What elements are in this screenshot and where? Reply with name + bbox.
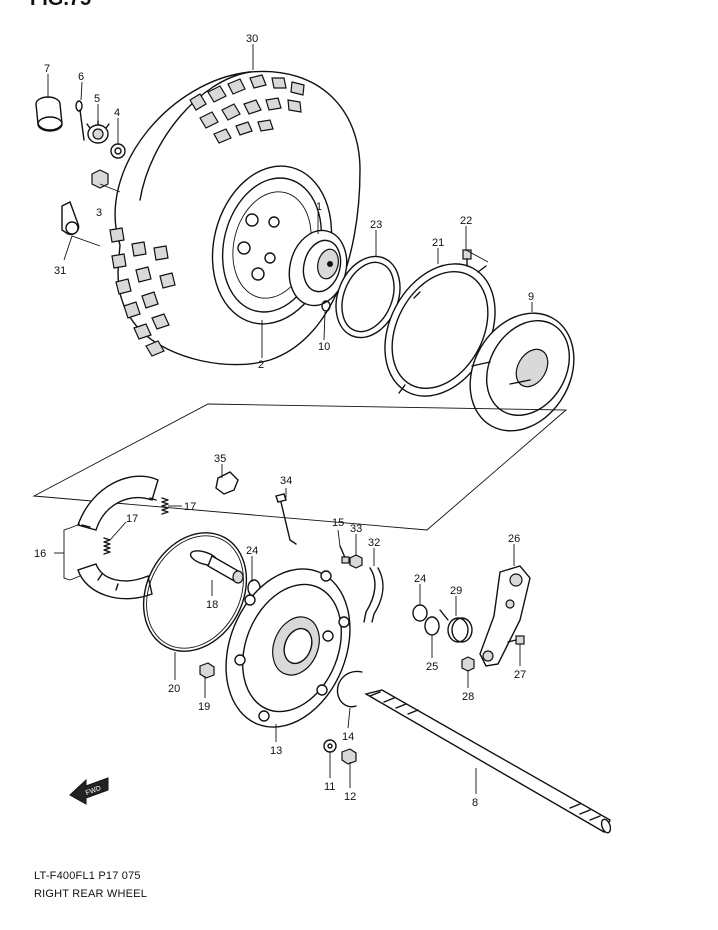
callout-23: 23 (370, 219, 382, 231)
axle-8 (364, 689, 612, 834)
castle-nut-5 (86, 120, 110, 144)
brake-drum-9 (469, 312, 575, 432)
callout-12: 12 (344, 791, 356, 803)
callout-34: 34 (280, 475, 292, 487)
washer-4 (110, 143, 126, 159)
bolt-15 (339, 545, 350, 564)
callout-13: 13 (270, 745, 282, 757)
figure-title: FIG.75 (30, 0, 91, 11)
callout-17-left: 17 (126, 513, 138, 525)
backing-plate-13 (225, 568, 351, 728)
spring-29 (439, 609, 473, 643)
pin-34 (275, 493, 297, 545)
callout-27: 27 (514, 669, 526, 681)
footer-caption: RIGHT REAR WHEEL (34, 888, 148, 900)
callout-29: 29 (450, 585, 462, 597)
callout-16: 16 (34, 548, 46, 560)
bolt-22 (462, 249, 472, 267)
callout-6: 6 (78, 71, 84, 83)
cam-shaft-18 (189, 550, 244, 584)
spring-17-b (103, 537, 111, 555)
clip-35 (215, 471, 239, 495)
washer-11 (323, 739, 337, 753)
callout-24-right: 24 (414, 573, 426, 585)
callout-26: 26 (508, 533, 520, 545)
callout-14: 14 (342, 731, 354, 743)
callout-2: 2 (258, 359, 264, 371)
cotter-pin-6 (75, 100, 85, 141)
nut-3 (91, 169, 109, 189)
callout-25: 25 (426, 661, 438, 673)
callout-9: 9 (528, 291, 534, 303)
callout-19: 19 (198, 701, 210, 713)
footer-code: LT-F400FL1 P17 075 (34, 870, 141, 882)
o-ring-25 (424, 616, 440, 636)
callout-20: 20 (168, 683, 180, 695)
callout-28: 28 (462, 691, 474, 703)
tread-left (109, 227, 176, 357)
leader-lines (47, 44, 533, 794)
callout-18: 18 (206, 599, 218, 611)
callout-5: 5 (94, 93, 100, 105)
nut-33 (349, 554, 363, 569)
callout-32: 32 (368, 537, 380, 549)
callout-22: 22 (460, 215, 472, 227)
callout-10: 10 (318, 341, 330, 353)
callout-11: 11 (324, 781, 335, 793)
cap-7 (35, 96, 63, 132)
callout-21: 21 (432, 237, 444, 249)
callout-17-right: 17 (184, 501, 196, 513)
tread-top (189, 74, 305, 144)
brake-shoe-upper (77, 475, 159, 531)
callout-35: 35 (214, 453, 226, 465)
o-ring-10 (321, 300, 331, 312)
callout-31: 31 (54, 265, 66, 277)
subassembly-outline (32, 403, 568, 531)
circlip-14 (336, 670, 363, 708)
nut-28 (461, 656, 475, 672)
callout-15: 15 (332, 517, 344, 529)
callout-4: 4 (114, 107, 120, 119)
callout-30: 30 (246, 33, 258, 45)
seal-ring-20 (142, 532, 248, 652)
callout-7: 7 (44, 63, 50, 75)
bolt-12 (341, 748, 357, 765)
brake-arm-26 (479, 565, 531, 667)
callout-1: 1 (316, 201, 322, 213)
fwd-arrow-icon: FWD (69, 777, 109, 805)
valve-31 (61, 201, 80, 236)
seal-23 (335, 255, 401, 339)
callout-numbers: 30 7 6 5 4 1 3 31 2 10 23 22 21 9 35 34 … (34, 33, 534, 809)
spring-17-a (161, 497, 169, 515)
bolt-19 (199, 662, 215, 679)
callout-3: 3 (96, 207, 102, 219)
washer-24-right (412, 604, 428, 622)
callout-33: 33 (350, 523, 362, 535)
brake-shoe-lower (77, 563, 153, 600)
hose-32 (363, 567, 384, 623)
callout-8: 8 (472, 797, 478, 809)
callout-24-left: 24 (246, 545, 258, 557)
